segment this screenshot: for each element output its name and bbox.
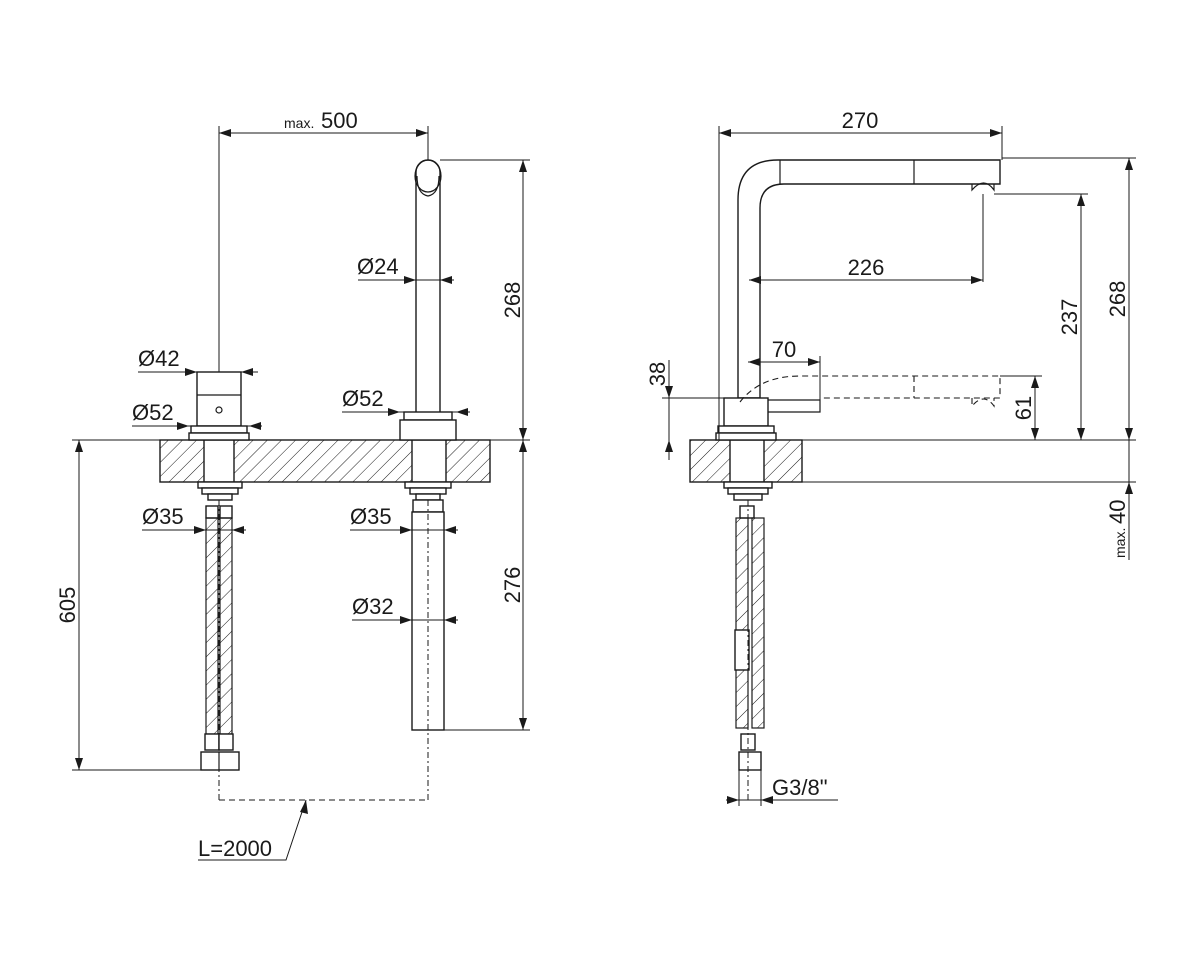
dim-thread: G3/8"	[726, 770, 838, 806]
mixer-handle-front	[188, 371, 250, 501]
label-handle-diameter: Ø42	[138, 346, 180, 371]
label-below-counter-length: 276	[500, 567, 525, 604]
label-spout-height: 268	[500, 282, 525, 319]
tap-body-side	[715, 159, 1001, 800]
label-max-counter-prefix: max.	[1112, 528, 1128, 558]
dim-right-shank-diameter: Ø35	[350, 504, 458, 534]
label-lever-reach: 70	[772, 337, 796, 362]
dim-overall-reach: 270	[718, 108, 1003, 440]
label-left-shank-diameter: Ø35	[142, 504, 184, 529]
label-lever-outlet-height: 61	[1011, 396, 1036, 420]
dim-max-prefix: max.	[284, 115, 314, 131]
countertop-section-side	[689, 439, 803, 483]
side-view: 270 226 70 38	[645, 108, 1136, 806]
label-spout-reach: 226	[848, 255, 885, 280]
label-overall-reach: 270	[842, 108, 879, 133]
dim-left-shank-diameter: Ø35	[142, 504, 246, 534]
dim-base-height: 38	[645, 360, 724, 460]
dim-sleeve-diameter: Ø32	[352, 594, 458, 624]
dim-spout-base-diameter: Ø52	[342, 386, 470, 416]
dim-max-value: 500	[321, 108, 358, 133]
label-max-counter-value: 40	[1105, 500, 1130, 524]
label-pullout-length: L=2000	[198, 836, 272, 861]
dim-spout-diameter: Ø24	[357, 254, 454, 284]
label-base-height: 38	[645, 362, 670, 386]
dim-outlet-height: 237	[994, 193, 1088, 440]
label-outlet-height: 237	[1057, 299, 1082, 336]
label-sleeve-diameter: Ø32	[352, 594, 394, 619]
label-right-shank-diameter: Ø35	[350, 504, 392, 529]
dim-lever-reach: 70	[748, 337, 821, 400]
front-view: max. 500 Ø24 268 Ø42	[55, 108, 530, 861]
label-handle-base-diameter: Ø52	[132, 400, 174, 425]
label-thread: G3/8"	[772, 775, 828, 800]
dim-max-reach: max. 500	[218, 108, 429, 372]
dim-spout-height: 268	[440, 159, 530, 441]
label-hose-length: 605	[55, 587, 80, 624]
dim-spout-reach: 226	[749, 194, 984, 284]
flex-hoses-front	[200, 505, 240, 771]
dim-lever-outlet-height: 61	[1000, 375, 1042, 440]
label-spout-base-diameter: Ø52	[342, 386, 384, 411]
countertop-section-front	[159, 439, 491, 483]
label-overall-height: 268	[1105, 281, 1130, 318]
dim-handle-diameter: Ø42	[138, 346, 258, 376]
dim-below-counter-length: 276	[444, 440, 530, 731]
dim-overall-height: 268	[1002, 157, 1136, 440]
label-spout-diameter: Ø24	[357, 254, 399, 279]
dim-pullout-length: L=2000	[198, 799, 308, 861]
dim-max-counter: max. 40	[1105, 440, 1133, 560]
dim-hose-length: 605	[55, 439, 201, 771]
dim-handle-base-diameter: Ø52	[132, 400, 262, 430]
